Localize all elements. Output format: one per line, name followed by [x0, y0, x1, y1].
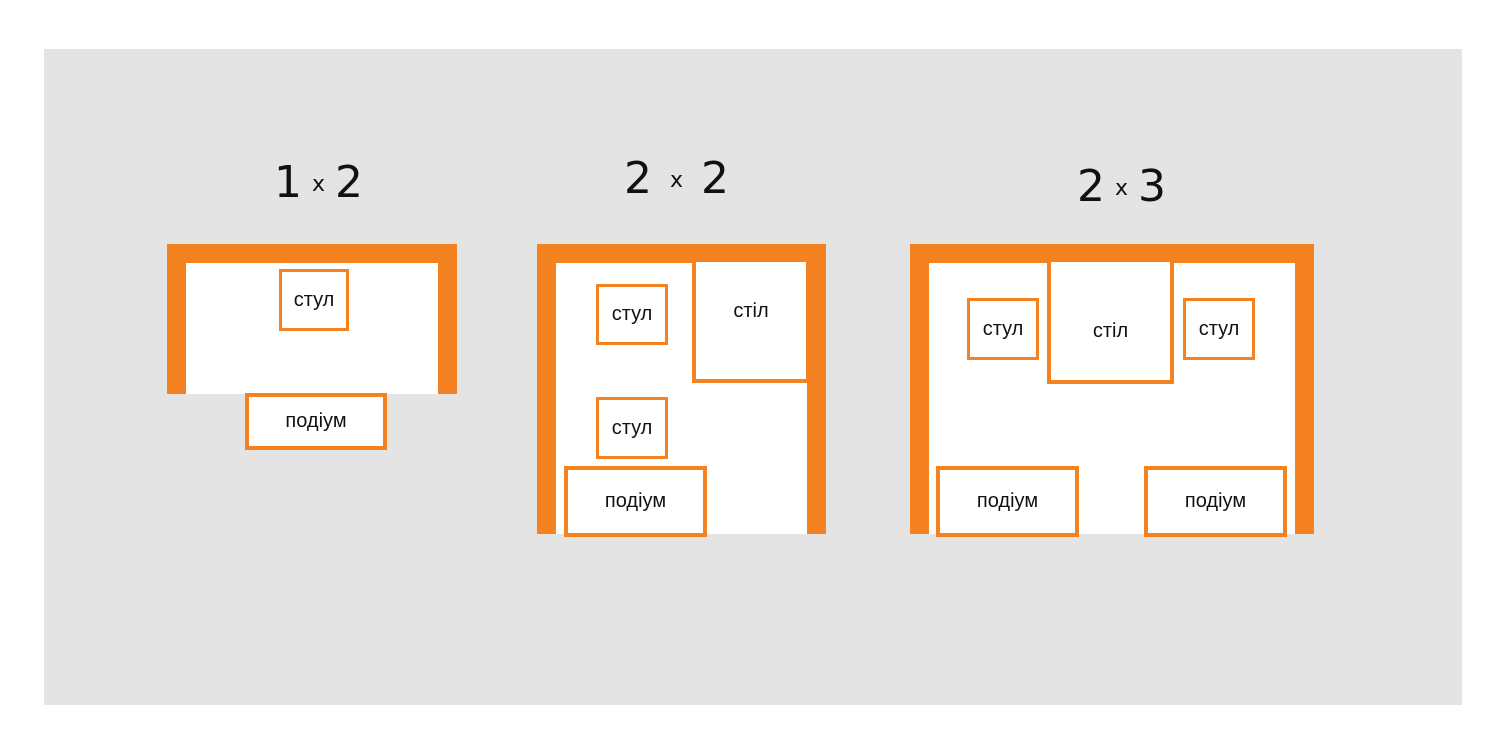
layout-2-table: стіл	[692, 258, 810, 383]
layout-3-chair-right: стул	[1183, 298, 1255, 360]
layout-3-cols: 3	[1138, 161, 1167, 212]
layout-2-times-sign: x	[670, 168, 684, 193]
layout-1-left-wall	[167, 244, 186, 394]
layout-1-back-wall	[167, 244, 457, 263]
layout-2-left-wall	[537, 244, 556, 534]
layout-1-right-wall	[438, 244, 457, 394]
layout-1-cols: 2	[335, 157, 364, 208]
layout-3-podium-right: подіум	[1144, 466, 1287, 537]
layout-3-right-wall	[1295, 244, 1314, 534]
layout-2-chair-bottom: стул	[596, 397, 668, 459]
layout-1-podium: подіум	[245, 393, 387, 450]
layout-3-left-wall	[910, 244, 929, 534]
layout-2-podium: подіум	[564, 466, 707, 537]
layout-1-times-sign: x	[312, 172, 326, 197]
layout-3-chair-left: стул	[967, 298, 1039, 360]
layout-2-cols: 2	[701, 153, 730, 204]
layout-3-podium-left: подіум	[936, 466, 1079, 537]
layout-3-rows: 2	[1077, 161, 1105, 212]
layout-3-times-sign: x	[1115, 176, 1129, 201]
layout-2-chair-top: стул	[596, 284, 668, 345]
layout-1-rows: 1	[274, 157, 302, 208]
layout-2-right-wall	[807, 244, 826, 534]
layout-3-back-wall	[910, 244, 1314, 263]
layout-3-table: стіл	[1047, 258, 1174, 384]
layout-2-rows: 2	[624, 153, 652, 204]
layout-1-chair: стул	[279, 269, 349, 331]
